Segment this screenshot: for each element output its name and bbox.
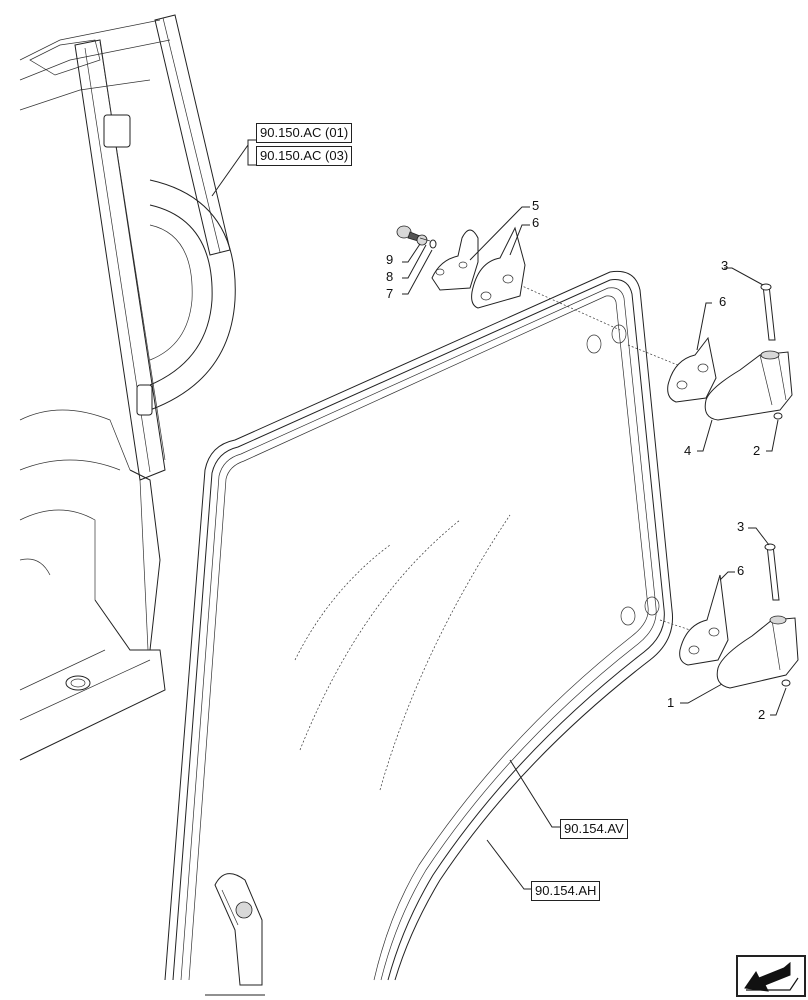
callout-5: 5 <box>532 198 540 213</box>
shim-plate-6-right-top <box>667 336 717 403</box>
shim-plate-6-right-bottom <box>679 574 729 666</box>
leader-lines <box>211 139 787 890</box>
hinge-1 <box>716 615 799 689</box>
callout-1: 1 <box>667 695 675 710</box>
callout-6-top: 6 <box>532 215 540 230</box>
clip-2-top <box>773 412 783 420</box>
upper-hinge-plate-5 <box>431 229 479 291</box>
callout-2-bottom: 2 <box>758 707 766 722</box>
ref-door-seal[interactable]: 90.154.AH <box>531 881 601 901</box>
callout-9: 9 <box>386 252 394 267</box>
washer-8 <box>416 234 431 246</box>
callout-6-right-bottom: 6 <box>737 563 745 578</box>
pin-3-top <box>760 283 776 341</box>
hinge-4 <box>704 350 793 421</box>
callout-6-right-top: 6 <box>719 294 727 309</box>
callout-3-bottom: 3 <box>737 519 745 534</box>
arrow-next-page-icon[interactable] <box>736 955 806 997</box>
callout-7: 7 <box>386 286 394 301</box>
ref-door-glass[interactable]: 90.154.AV <box>560 819 628 839</box>
ref-cab-frame-03[interactable]: 90.150.AC (03) <box>256 146 353 166</box>
washer-7 <box>429 239 437 249</box>
pin-3-bottom <box>764 543 780 601</box>
cab-frame <box>19 14 236 761</box>
callout-4: 4 <box>684 443 692 458</box>
shim-plate-6-top <box>471 226 526 309</box>
callout-2-top: 2 <box>753 443 761 458</box>
clip-2-bottom <box>781 679 791 687</box>
door-handle <box>205 873 265 996</box>
bolt-9 <box>396 225 421 242</box>
callout-8: 8 <box>386 269 394 284</box>
door-glass <box>164 270 721 981</box>
ref-cab-frame-01[interactable]: 90.150.AC (01) <box>256 123 353 143</box>
callout-3-top: 3 <box>721 258 729 273</box>
